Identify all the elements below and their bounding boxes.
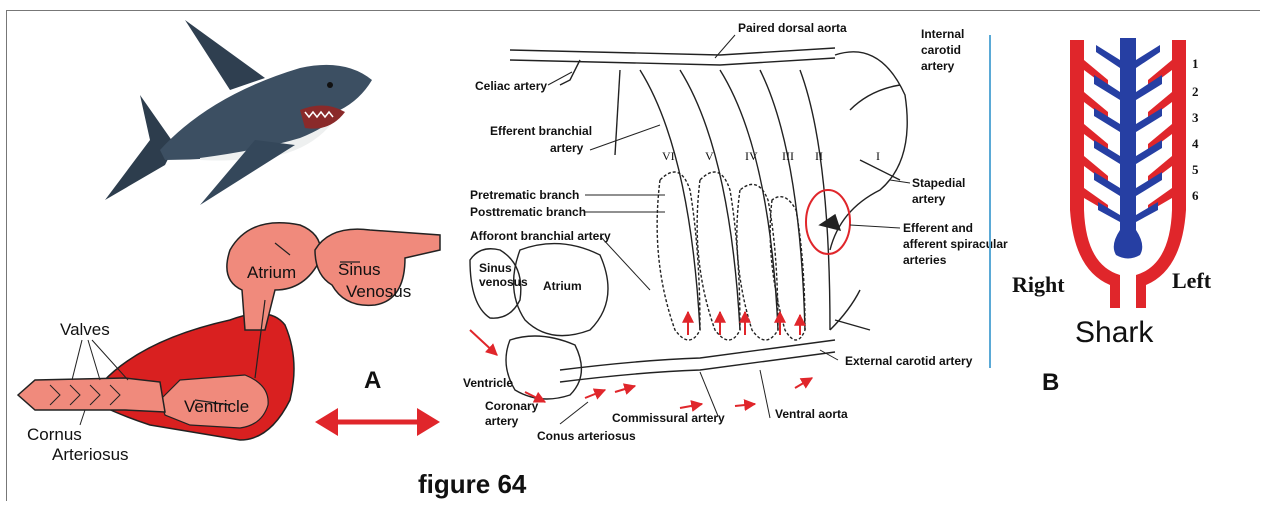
label-stapedial-1: Stapedial (912, 176, 965, 190)
label-paired-dorsal-aorta: Paired dorsal aorta (738, 21, 847, 35)
label-atrium-art: Atrium (543, 279, 582, 293)
arch-number: 3 (1192, 110, 1199, 125)
label-valves: Valves (60, 320, 110, 339)
arch-numeral: III (782, 149, 794, 163)
arch-numeral: V (705, 149, 714, 163)
label-internal-carotid-1: Internal (921, 27, 964, 41)
arch-number: 4 (1192, 136, 1199, 151)
label-stapedial-2: artery (912, 192, 946, 206)
label-ventricle: Ventricle (184, 397, 249, 416)
label-left: Left (1172, 268, 1212, 293)
label-internal-carotid-2: carotid (921, 43, 961, 57)
label-efferent-branchial-1: Efferent branchial (490, 124, 592, 138)
label-a: A (364, 367, 381, 394)
label-spiracular-3: arteries (903, 253, 947, 267)
arch-number: 6 (1192, 188, 1199, 203)
label-ventricle-art: Ventricle (463, 376, 513, 390)
arch-numeral: IV (745, 149, 758, 163)
label-internal-carotid-3: artery (921, 59, 955, 73)
arch-numeral: I (876, 149, 880, 163)
label-posttrematic-branch: Posttrematic branch (470, 205, 586, 219)
label-efferent-branchial-2: artery (550, 141, 584, 155)
label-sinus: Sinus (338, 260, 381, 279)
label-right: Right (1012, 272, 1065, 297)
label-cornus: Cornus (27, 425, 82, 444)
label-spiracular-2: afferent spiracular (903, 237, 1008, 251)
label-conus-arteriosus: Conus arteriosus (537, 429, 636, 443)
shark-illustration (105, 20, 372, 205)
double-arrow (315, 408, 440, 436)
label-b: B (1042, 369, 1059, 396)
label-sinus-venosus-1: Sinus (479, 261, 512, 275)
figure-caption: figure 64 (418, 469, 527, 499)
label-coronary-2: artery (485, 414, 519, 428)
arch-number: 2 (1192, 84, 1199, 99)
label-celiac-artery: Celiac artery (475, 79, 547, 93)
label-venosus: Venosus (346, 282, 411, 301)
arch-number: 1 (1192, 56, 1199, 71)
label-sinus-venosus-2: venosus (479, 275, 528, 289)
label-arteriosus: Arteriosus (52, 445, 129, 464)
label-atrium: Atrium (247, 263, 296, 282)
label-external-carotid-artery: External carotid artery (845, 354, 973, 368)
arch-schematic (1070, 38, 1186, 308)
heart-diagram: Valves Atrium Sinus Venosus Ventricle Co… (18, 223, 440, 464)
label-shark: Shark (1075, 316, 1154, 349)
arch-numeral: II (815, 149, 823, 163)
label-ventral-aorta: Ventral aorta (775, 407, 848, 421)
schematic-numbers: 1 2 3 4 5 6 (1192, 56, 1199, 203)
arch-numeral: VI (662, 149, 675, 163)
arch-numerals: VI V IV III II I (662, 149, 880, 163)
arterial-diagram (470, 48, 907, 399)
label-afferent-branchial-artery: Afforont branchial artery (470, 229, 611, 243)
label-spiracular-1: Efferent and (903, 221, 973, 235)
label-pretrematic-branch: Pretrematic branch (470, 188, 579, 202)
label-commissural-artery: Commissural artery (612, 411, 725, 425)
label-coronary-1: Coronary (485, 399, 539, 413)
arch-number: 5 (1192, 162, 1199, 177)
